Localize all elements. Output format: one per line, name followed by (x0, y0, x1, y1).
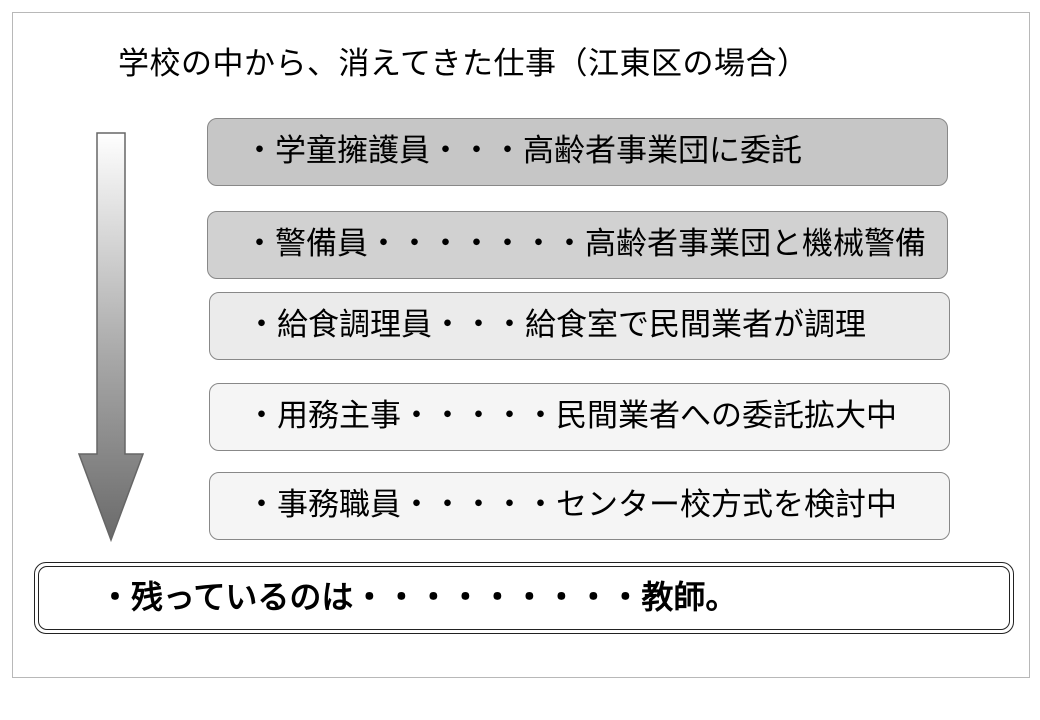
job-item-custodian: ・用務主事・・・・・民間業者への委託拡大中 (209, 383, 950, 451)
job-item-office-staff: ・事務職員・・・・・センター校方式を検討中 (209, 472, 950, 540)
job-item-text: ・事務職員・・・・・センター校方式を検討中 (246, 487, 897, 523)
down-arrow (78, 132, 144, 542)
job-item-text: ・学童擁護員・・・高齢者事業団に委託 (244, 133, 802, 169)
job-item-text: ・用務主事・・・・・民間業者への委託拡大中 (246, 398, 897, 434)
job-item-security-guard: ・警備員・・・・・・・高齢者事業団と機械警備 (207, 211, 948, 279)
conclusion-text: ・残っているのは・・・・・・・・・教師。 (38, 566, 1010, 630)
job-item-text: ・警備員・・・・・・・高齢者事業団と機械警備 (244, 226, 926, 262)
job-item-school-crossing-guard: ・学童擁護員・・・高齢者事業団に委託 (207, 118, 948, 186)
job-item-cafeteria-cook: ・給食調理員・・・給食室で民間業者が調理 (209, 292, 950, 360)
conclusion-box: ・残っているのは・・・・・・・・・教師。 (34, 562, 1014, 634)
slide-title: 学校の中から、消えてきた仕事（江東区の場合） (118, 46, 809, 82)
job-item-text: ・給食調理員・・・給食室で民間業者が調理 (246, 307, 866, 343)
